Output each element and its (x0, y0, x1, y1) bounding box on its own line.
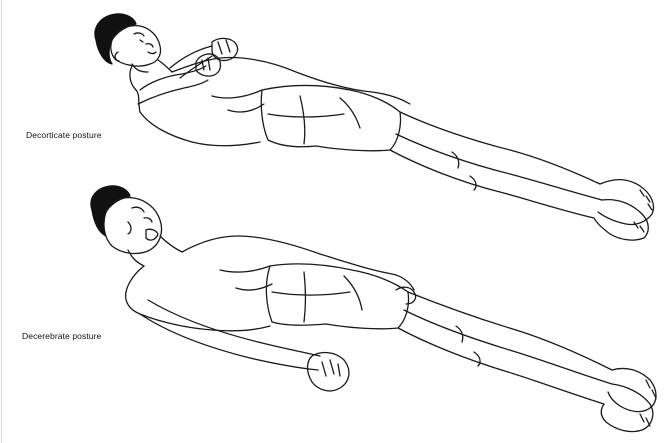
decerebrate-head (104, 198, 162, 254)
decorticate-fist-1 (196, 54, 221, 76)
decorticate-figure (95, 14, 654, 240)
decorticate-shorts (261, 86, 400, 151)
decerebrate-posture-label: Decerebrate posture (22, 331, 101, 341)
decorticate-posture-label: Decorticate posture (26, 130, 102, 140)
decerebrate-figure (91, 186, 656, 432)
decerebrate-fist (308, 353, 349, 391)
decerebrate-hair (91, 186, 130, 236)
